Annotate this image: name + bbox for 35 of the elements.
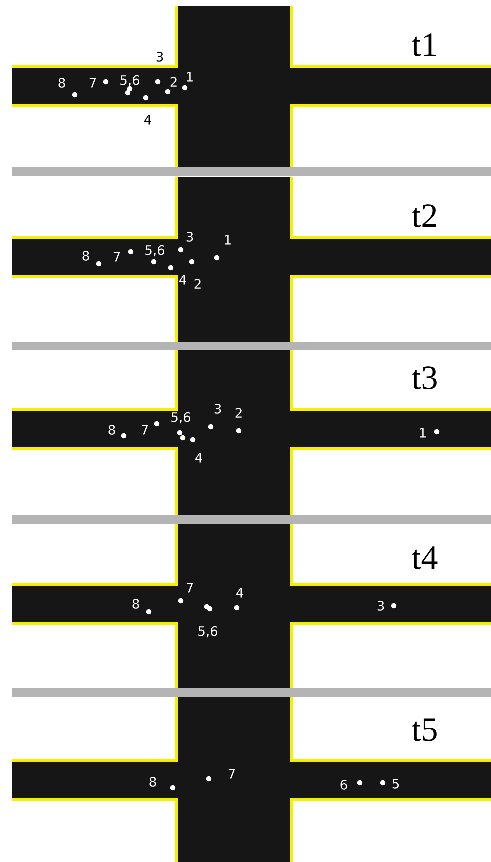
particle-number: 3 (214, 404, 222, 414)
particle-number: 3 (156, 52, 164, 62)
particle-number: 4 (196, 453, 202, 463)
particle-number: 1 (187, 72, 193, 82)
particle-number: 2 (170, 77, 177, 87)
particle-number: 4 (236, 588, 244, 598)
particle-number: 2 (236, 408, 242, 418)
particle-number: 5,6 (120, 75, 140, 87)
particle-number: 8 (132, 599, 140, 609)
particle-number: 1 (225, 235, 231, 245)
particle-number: 7 (228, 769, 236, 779)
time-label: t3 (412, 366, 437, 390)
particle-number: 1 (420, 428, 426, 438)
time-label: t2 (412, 204, 436, 228)
particle-number: 5,6 (198, 626, 218, 638)
particle-number: 7 (114, 252, 120, 262)
particle-number: 3 (378, 601, 384, 611)
particle-number: 7 (90, 78, 96, 88)
particle-number: 8 (108, 425, 116, 435)
particle-number: 7 (142, 425, 148, 435)
particle-number: 8 (150, 777, 156, 787)
particle-number: 3 (186, 232, 194, 242)
particle-number: 6 (340, 780, 348, 790)
particle-number: 5,6 (172, 412, 191, 424)
particle-number: 5,6 (146, 245, 165, 257)
particle-number: 2 (194, 279, 201, 289)
particle-number: 5 (392, 779, 399, 789)
time-label: t5 (412, 718, 437, 742)
particle-number: 7 (186, 583, 194, 593)
particle-number: 4 (144, 115, 152, 125)
time-label: t1 (412, 34, 436, 56)
particle-number: 8 (82, 251, 90, 261)
time-label: t4 (412, 546, 438, 570)
particle-number: 8 (58, 78, 66, 88)
particle-number: 4 (180, 275, 186, 285)
